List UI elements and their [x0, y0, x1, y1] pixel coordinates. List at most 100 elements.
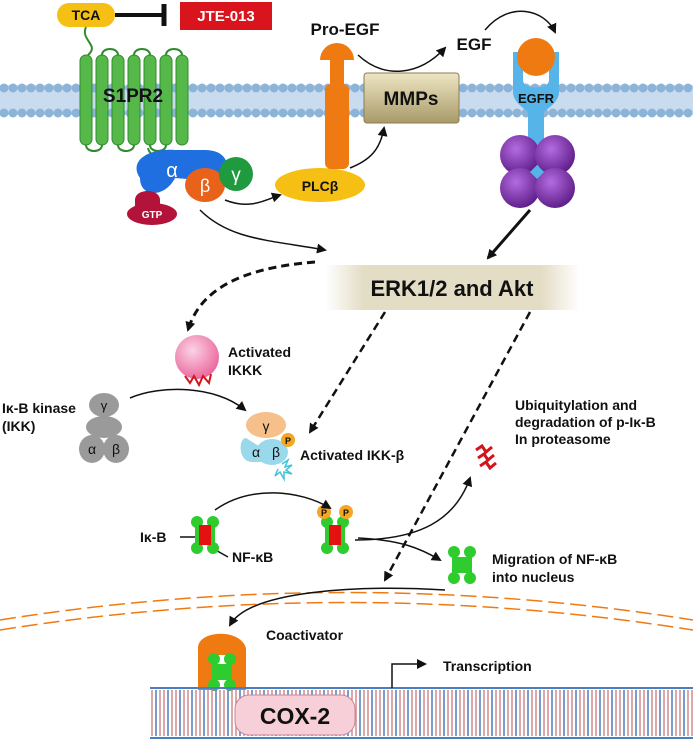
act-ikk-gamma: γ	[263, 418, 270, 434]
transcription-arrow: Transcription	[391, 658, 532, 688]
ikb-kinase-label-line1: Iκ-B kinase	[2, 400, 76, 416]
cox2-gene: COX-2	[234, 694, 356, 736]
lipid-head	[503, 83, 513, 93]
lipid-head	[269, 83, 279, 93]
migration-label-line2: into nucleus	[492, 569, 575, 585]
lipid-head	[305, 83, 315, 93]
mmps: MMPs	[363, 72, 460, 124]
arrow-to-free-nfkb	[357, 537, 442, 562]
lipid-head	[269, 108, 279, 118]
lipid-head	[350, 83, 360, 93]
free-nfkb	[448, 546, 476, 584]
cox2-label: COX-2	[260, 703, 330, 729]
lipid-head	[638, 108, 648, 118]
lipid-head	[296, 108, 306, 118]
arrow-proegf-to-egf	[357, 46, 447, 72]
lipid-head	[53, 83, 63, 93]
lipid-head	[620, 108, 630, 118]
lipid-head	[260, 83, 270, 93]
lipid-head	[665, 108, 675, 118]
lipid-head	[26, 83, 36, 93]
g-protein: α β γ GTP	[127, 149, 253, 225]
gamma-label: γ	[231, 165, 241, 186]
inhibition-bar	[115, 4, 167, 26]
lipid-head	[44, 108, 54, 118]
helix-loop	[101, 48, 119, 56]
lipid-head	[224, 83, 234, 93]
lipid-head	[656, 108, 666, 118]
ubiquitylation-fragments	[475, 443, 497, 471]
helix-loop	[117, 144, 135, 152]
lipid-head	[206, 108, 216, 118]
lipid-head	[197, 83, 207, 93]
activated-ikk-beta-label: Activated IKK-β	[300, 447, 405, 463]
lipid-head	[638, 83, 648, 93]
lipid-head	[485, 83, 495, 93]
ubiquitylation-label-line1: Ubiquitylation and	[515, 397, 637, 413]
lipid-head	[8, 108, 18, 118]
lipid-head	[8, 83, 18, 93]
nuclear-envelope	[0, 591, 693, 631]
ikb-kinase-inactive: Iκ-B kinase (IKK) γ α β	[2, 393, 129, 463]
lipid-head	[683, 108, 693, 118]
lipid-head	[296, 83, 306, 93]
kinase-domain	[535, 168, 575, 208]
lipid-head	[584, 108, 594, 118]
arrow-nfkb-to-dna	[229, 587, 446, 627]
lipid-head	[44, 83, 54, 93]
lipid-head	[35, 83, 45, 93]
coactivator-label: Coactivator	[266, 627, 344, 643]
ikb-label: Iκ-B	[140, 529, 166, 545]
lipid-head	[215, 83, 225, 93]
lipid-head	[242, 108, 252, 118]
phospho-ikb-nfkb-complex: P P	[317, 505, 353, 554]
dna-strand	[150, 687, 693, 739]
lipid-head	[467, 83, 477, 93]
beta-label: β	[200, 176, 210, 196]
ikk-gamma: γ	[101, 398, 108, 413]
lipid-head	[656, 83, 666, 93]
arrow-erk-to-ikkk	[185, 260, 316, 332]
tca-label: TCA	[72, 7, 101, 23]
ikk-activated: γ α β P Activated IKK-β	[240, 412, 405, 482]
egf-ligand-bound	[517, 38, 555, 76]
lipid-head	[188, 83, 198, 93]
lipid-head	[188, 108, 198, 118]
lipid-head	[278, 83, 288, 93]
lipid-head	[233, 83, 243, 93]
ikkk-label-line1: Activated	[228, 344, 291, 360]
jte-013-inhibitor: JTE-013	[180, 2, 272, 30]
kinase-domain	[500, 168, 540, 208]
ikkk-label-line2: IKKK	[228, 362, 262, 378]
lipid-head	[593, 108, 603, 118]
phospho-label: P	[343, 508, 349, 518]
lipid-head	[683, 83, 693, 93]
lipid-head	[305, 108, 315, 118]
lipid-head	[26, 108, 36, 118]
lipid-head	[611, 108, 621, 118]
arrow-plc-to-mmps	[349, 126, 388, 169]
lipid-head	[494, 83, 504, 93]
egf-label: EGF	[457, 35, 492, 54]
lipid-head	[215, 108, 225, 118]
helix-loop	[133, 48, 151, 56]
g-beta-subunit	[185, 168, 225, 202]
lipid-head	[233, 108, 243, 118]
lipid-head	[674, 83, 684, 93]
gtp-label: GTP	[142, 210, 163, 221]
lipid-head	[71, 108, 81, 118]
nfkb-bound-dna	[208, 653, 236, 691]
lipid-head	[494, 108, 504, 118]
mmps-label: MMPs	[384, 89, 439, 110]
transmembrane-helix	[175, 54, 189, 146]
lipid-head	[566, 83, 576, 93]
lipid-head	[611, 83, 621, 93]
erk-akt-box: ERK1/2 and Akt	[325, 265, 580, 310]
lipid-head	[512, 108, 522, 118]
lipid-head	[287, 83, 297, 93]
lipid-head	[593, 83, 603, 93]
lipid-head	[476, 108, 486, 118]
lipid-head	[647, 108, 657, 118]
activated-ikkk: Activated IKKK	[175, 335, 291, 388]
